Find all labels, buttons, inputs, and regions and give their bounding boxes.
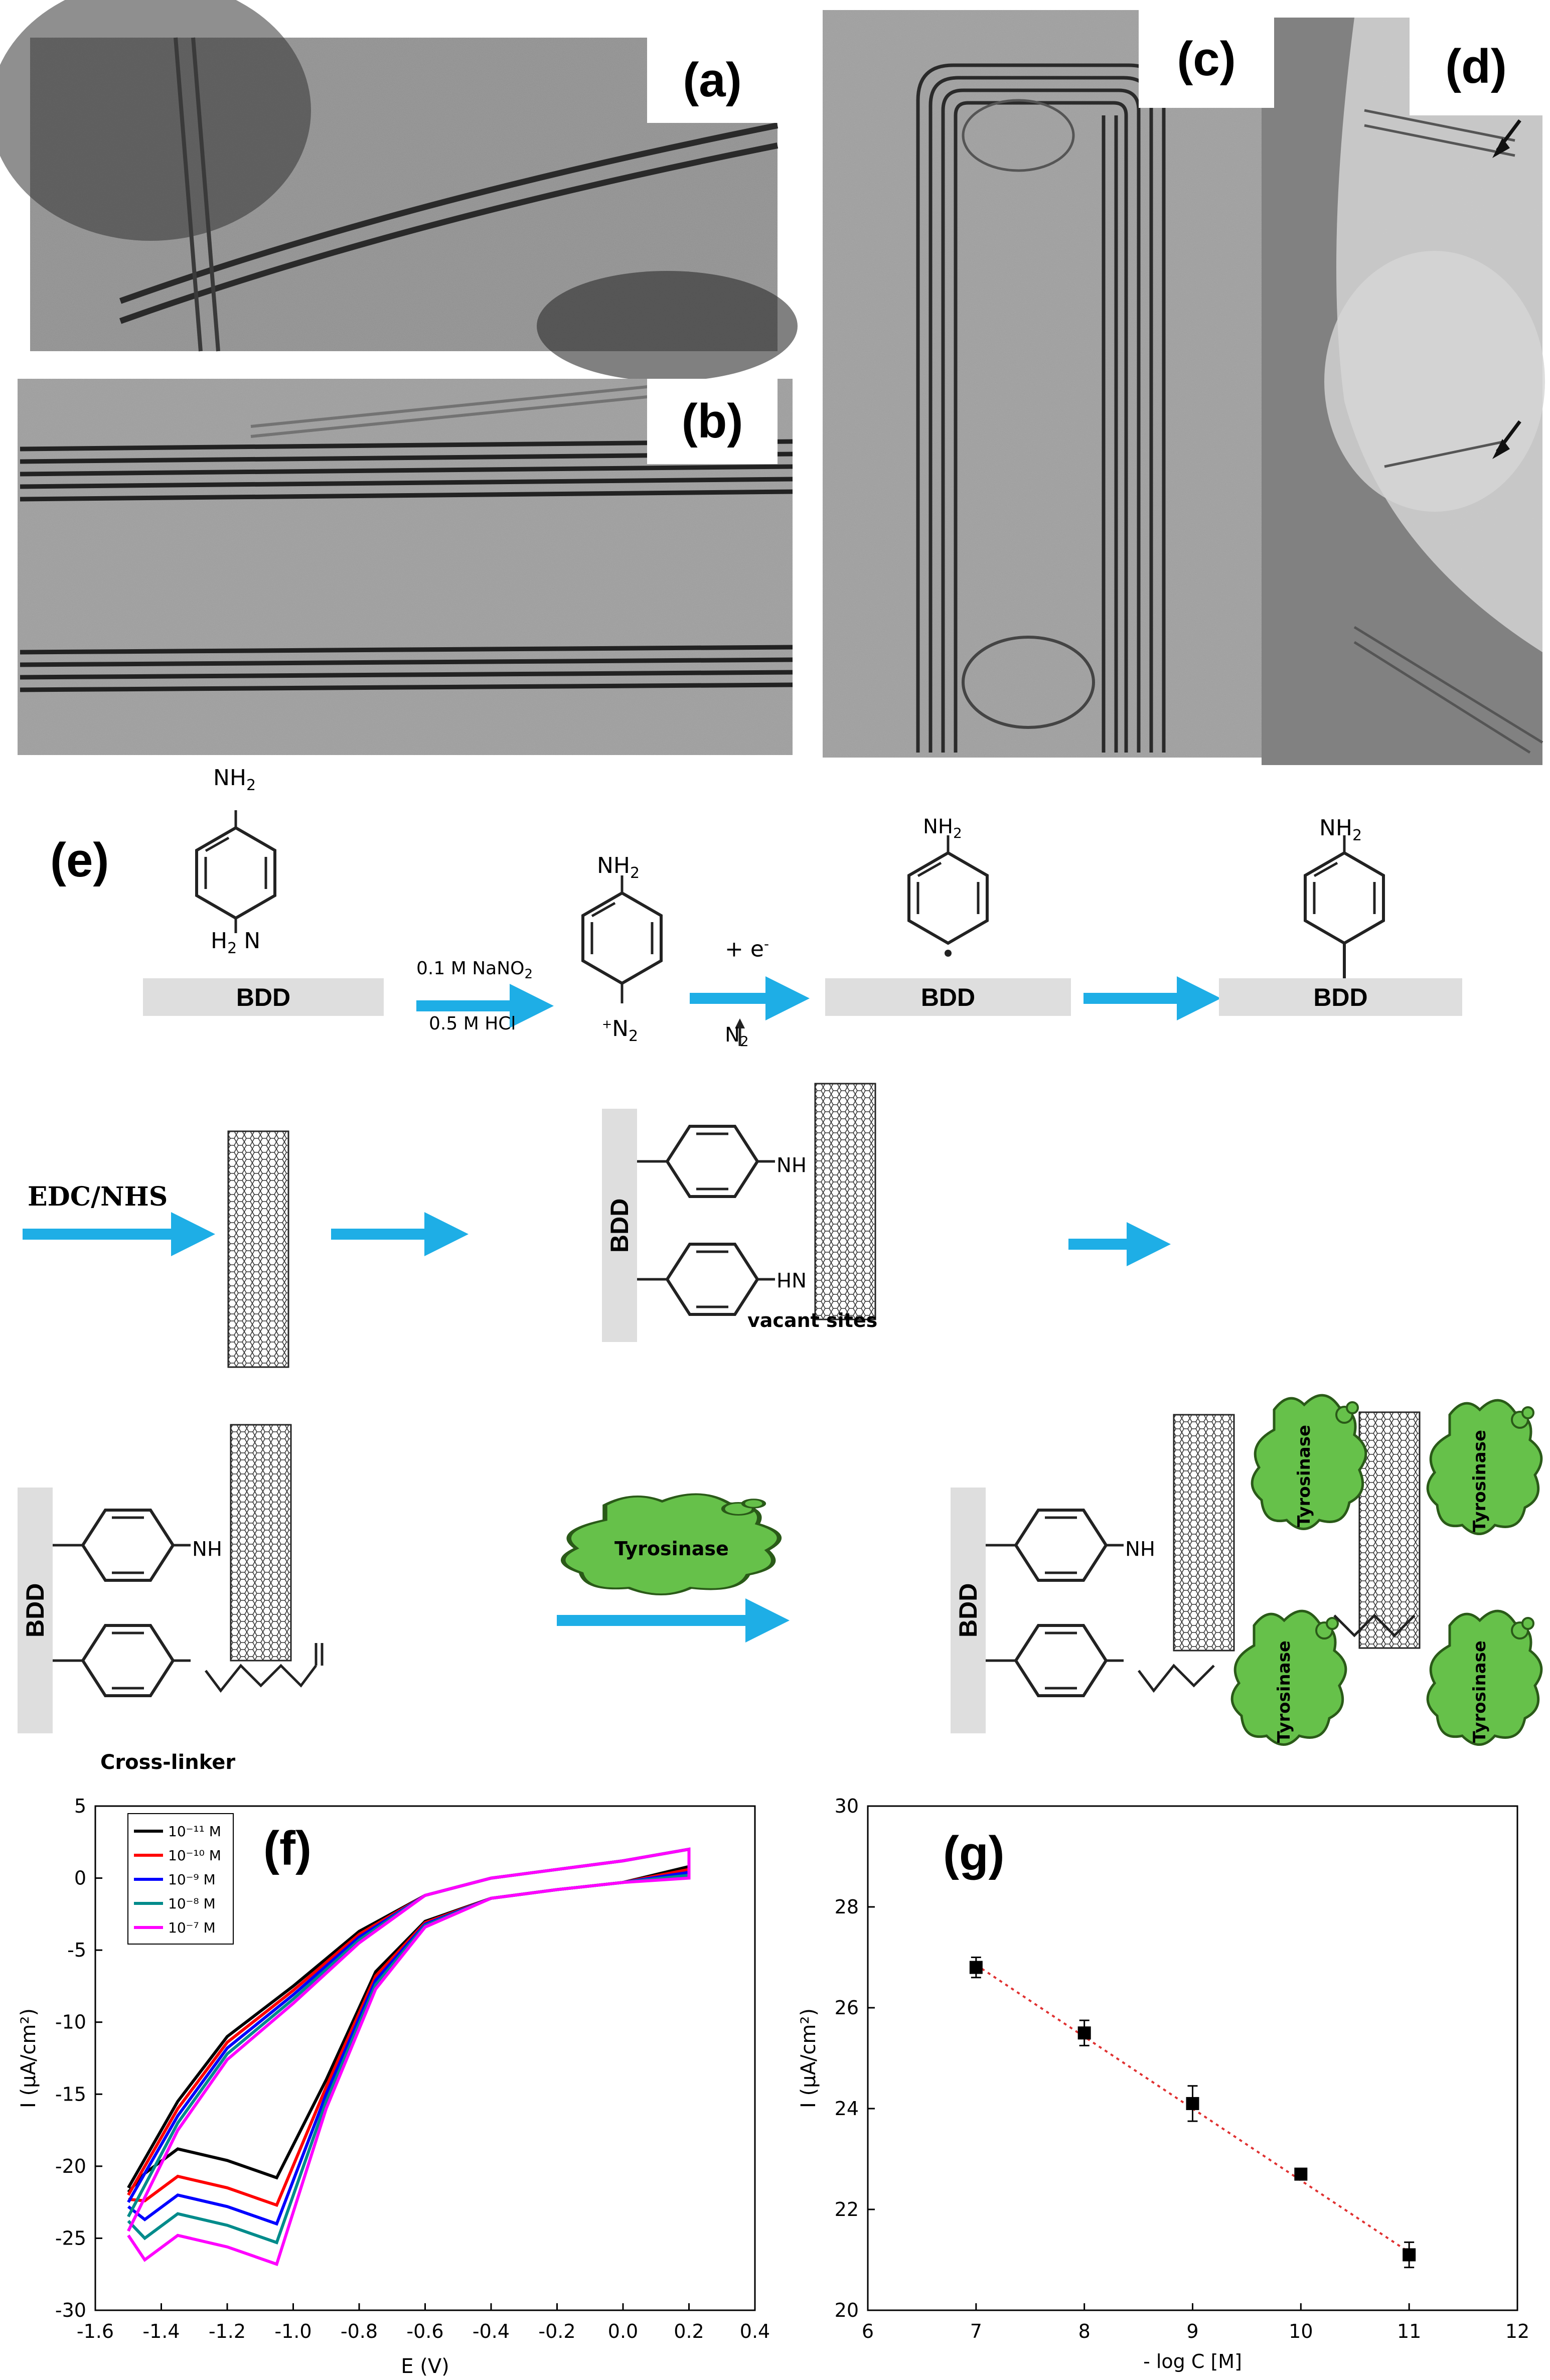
x-tick-label: 6 [862, 2320, 874, 2342]
y-tick-label: 0 [74, 1867, 86, 1889]
hn-label-1: HN [777, 1152, 807, 1175]
y-tick-label: -15 [55, 2083, 86, 2105]
data-point [1403, 2248, 1416, 2262]
y-tick-label: 26 [835, 1997, 859, 2019]
hn-label-2: HN [192, 1536, 222, 1559]
tem-image-c [823, 10, 1274, 758]
bdd-label-1: BDD [236, 983, 291, 1011]
nh2-label-1: NH2 [213, 765, 256, 794]
nh2-label-5: NH [777, 1268, 807, 1291]
bdd-label-6: BDD [954, 1583, 982, 1638]
x-tick-label: 0.2 [674, 2320, 704, 2342]
x-tick-label: -1.4 [142, 2320, 180, 2342]
x-tick-label: 0.0 [608, 2320, 638, 2342]
nh2-label-4: NH2 [1319, 815, 1362, 844]
diazonium-label: +N2 [602, 1016, 639, 1045]
panel-label-d: (d) [1410, 18, 1542, 115]
bdd-surface-4 [602, 1109, 637, 1342]
vacant-sites-label: vacant sites [747, 1309, 878, 1331]
tyrosinase-label-4: Tyrosinase [1470, 1641, 1490, 1743]
x-tick-label: 9 [1186, 2320, 1198, 2342]
nanotube-4 [1173, 1414, 1235, 1652]
n2-release-label: N2 [725, 1023, 749, 1050]
reagent-nano2: 0.1 M NaNO2 [416, 958, 533, 982]
bdd-surface-2 [825, 978, 1071, 1016]
nanotube-2 [814, 1083, 876, 1320]
nanotube-5 [1358, 1411, 1421, 1649]
tyrosinase-label-3: Tyrosinase [1274, 1641, 1294, 1743]
panel-label-b: (b) [647, 379, 778, 464]
legend-label-2: 10⁻¹⁰ M [168, 1847, 221, 1864]
x-tick-label: 8 [1078, 2320, 1091, 2342]
y-tick-label: -5 [67, 1939, 86, 1961]
y-tick-label: -20 [55, 2155, 86, 2177]
tyrosinase-label-free: Tyrosinase [614, 1538, 729, 1560]
h2n-label: H2 N [211, 928, 261, 957]
x-tick-label: -0.4 [473, 2320, 510, 2342]
x-tick-label: 7 [970, 2320, 982, 2342]
x-tick-label: 0.4 [740, 2320, 770, 2342]
y-tick-label: -30 [55, 2299, 86, 2321]
tem-image-d [1262, 18, 1545, 765]
bdd-surface-6 [951, 1488, 986, 1733]
legend-label-3: 10⁻⁹ M [168, 1871, 216, 1888]
y-tick-label: 28 [835, 1896, 859, 1918]
cv-curve-series-5 [127, 1847, 691, 2266]
y-tick-label: 30 [835, 1795, 859, 1817]
edc-nhs-label: EDC/NHS [28, 1181, 168, 1212]
bdd-label-2: BDD [920, 983, 976, 1011]
chart-g: 6 7 8 9 10 11 12 20 22 24 26 28 30 - log C [M] I (µA/c… [797, 1795, 1529, 2372]
tyrosinase-label-1: Tyrosinase [1294, 1425, 1314, 1527]
chart-f: -1.6 -1.4 -1.2 -1.0 -0.8 -0.6 -0.4 -0.2 0.0 0.2 0.… [17, 1795, 770, 2378]
data-point [1077, 2026, 1091, 2040]
x-axis-label: E (V) [401, 2355, 449, 2378]
y-tick-label: -10 [55, 2011, 86, 2033]
bdd-label-4: BDD [605, 1198, 634, 1253]
cross-linker-label: Cross-linker [100, 1751, 236, 1774]
x-tick-label: 11 [1397, 2320, 1421, 2342]
bdd-label-5: BDD [21, 1583, 49, 1638]
x-tick-label: 12 [1505, 2320, 1529, 2342]
y-tick-label: -25 [55, 2227, 86, 2249]
x-tick-label: -0.6 [406, 2320, 443, 2342]
nanotube-1 [227, 1130, 289, 1368]
bdd-surface-5 [18, 1488, 53, 1733]
y-tick-label: 5 [74, 1795, 86, 1817]
nh2-label-3: NH2 [923, 815, 962, 841]
legend-label-1: 10⁻¹¹ M [168, 1823, 221, 1840]
x-tick-label: -1.0 [274, 2320, 312, 2342]
legend-label-4: 10⁻⁸ M [168, 1895, 216, 1912]
x-tick-label: -0.2 [538, 2320, 575, 2342]
x-tick-label: -1.6 [77, 2320, 114, 2342]
data-point [969, 1961, 983, 1974]
data-point [1186, 2097, 1199, 2110]
x-tick-label: 10 [1289, 2320, 1313, 2342]
panel-label-c: (c) [1139, 10, 1274, 108]
y-tick-label: 20 [835, 2299, 859, 2321]
tyrosinase-label-2: Tyrosinase [1470, 1430, 1490, 1532]
panel-label-g: (g) [943, 1827, 1005, 1880]
legend-label-5: 10⁻⁷ M [168, 1919, 216, 1936]
panel-label-a: (a) [647, 38, 778, 123]
y-tick-label: 24 [835, 2098, 859, 2120]
nh2-label-2: NH2 [597, 853, 640, 882]
electron-label: + e- [725, 936, 769, 962]
panel-label-e: (e) [50, 833, 109, 887]
nanotube-3 [230, 1424, 292, 1662]
x-tick-label: -1.2 [209, 2320, 246, 2342]
reaction-scheme [18, 810, 1550, 1791]
hn-label-3: HN [1125, 1536, 1155, 1559]
y-axis-label: I (µA/cm²) [17, 2008, 40, 2108]
bdd-surface-3 [1219, 978, 1462, 1016]
x-tick-label: -0.8 [341, 2320, 378, 2342]
x-axis-label: - log C [M] [1143, 2350, 1242, 2372]
y-tick-label: 22 [835, 2198, 859, 2220]
bdd-label-3: BDD [1313, 983, 1368, 1011]
data-point [1294, 2167, 1308, 2181]
reagent-hcl: 0.5 M HCl [429, 1013, 516, 1034]
panel-label-f: (f) [263, 1822, 312, 1875]
y-axis-label: I (µA/cm²) [797, 2008, 820, 2108]
bdd-surface-1 [143, 978, 384, 1016]
plot-frame [867, 1805, 1518, 2311]
